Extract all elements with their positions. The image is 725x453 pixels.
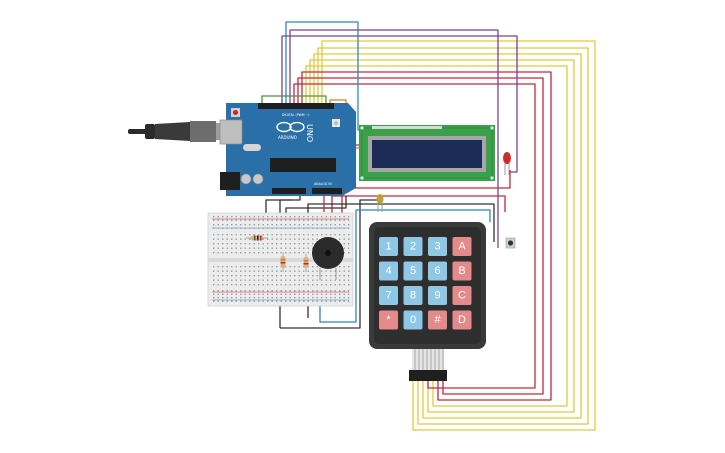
keypad-connector: [409, 370, 447, 381]
usb-cable[interactable]: [128, 121, 228, 142]
keypad-key[interactable]: #: [428, 310, 447, 330]
keypad-key[interactable]: 9: [428, 286, 447, 305]
keypad-key-label: B: [458, 265, 465, 277]
keypad-key[interactable]: A: [452, 237, 472, 256]
keypad-key[interactable]: 3: [428, 237, 447, 256]
lcd-pins: [372, 126, 442, 129]
wire-purple-2[interactable]: [281, 35, 518, 173]
keypad-key-label: 6: [434, 265, 440, 277]
resistor-3[interactable]: [303, 254, 309, 272]
keypad-key-label: #: [434, 314, 441, 326]
keypad-key-label: A: [458, 241, 466, 253]
keypad-key[interactable]: 2: [403, 237, 423, 256]
keypad-key-label: 8: [410, 290, 416, 302]
wire-blue-bottom[interactable]: [319, 209, 491, 323]
keypad-key[interactable]: *: [379, 310, 398, 330]
yellow-led[interactable]: [376, 194, 384, 212]
keypad-key[interactable]: 5: [403, 261, 423, 281]
keypad-key-label: D: [458, 314, 466, 326]
keypad-key[interactable]: B: [452, 261, 472, 281]
lcd-screen: [372, 140, 482, 168]
keypad-key[interactable]: 4: [379, 261, 398, 281]
keypad-key[interactable]: 8: [403, 286, 423, 305]
wire-red-3[interactable]: [293, 83, 536, 389]
keypad-key[interactable]: 6: [428, 261, 447, 281]
wire-yellow-4[interactable]: [309, 59, 575, 413]
keypad-key-label: 9: [434, 290, 440, 302]
arduino-model-label: UNO: [305, 124, 314, 142]
wire-yellow-1[interactable]: [321, 40, 596, 431]
lcd-display[interactable]: [359, 125, 495, 181]
keypad-key-label: 4: [385, 265, 391, 277]
keypad-key-label: 2: [410, 241, 416, 253]
wire-yellow-2[interactable]: [317, 47, 589, 425]
resistor-2[interactable]: [280, 252, 286, 272]
keypad-key-label: *: [386, 314, 391, 326]
wire-red-2[interactable]: [297, 77, 544, 395]
analog-header-label: ANALOG IN: [314, 182, 332, 186]
keypad-key[interactable]: 0: [403, 310, 423, 330]
wire-purple-1[interactable]: [289, 29, 499, 248]
keypad-key-label: 0: [410, 314, 416, 326]
keypad-key[interactable]: D: [452, 310, 472, 330]
keypad-key[interactable]: 7: [379, 286, 398, 305]
keypad-key-label: 7: [385, 290, 391, 302]
push-button[interactable]: [505, 237, 516, 249]
wire-black-2[interactable]: [280, 199, 380, 329]
resistor[interactable]: [246, 235, 268, 241]
keypad-ribbon: [414, 349, 444, 370]
keypad-key-label: 5: [410, 265, 416, 277]
keypad-key[interactable]: C: [452, 286, 472, 305]
wire-red-1[interactable]: [301, 71, 552, 401]
keypad-keys: 1 2 3 A 4 5 6 B 7 8 9 C * 0 # D: [379, 237, 472, 330]
wire-red-bb[interactable]: [331, 195, 506, 218]
red-led[interactable]: [503, 152, 511, 175]
arduino-uno[interactable]: ARDUINO UNO DIGITAL (PWM ~) ANALOG IN: [219, 103, 356, 196]
keypad-key-label: 3: [434, 241, 440, 253]
keypad-key-label: C: [458, 290, 466, 302]
breadboard-holes: [213, 216, 350, 302]
keypad-key-label: 1: [385, 241, 391, 253]
keypad[interactable]: 1 2 3 A 4 5 6 B 7 8 9 C * 0 # D: [369, 222, 486, 381]
wire-yellow-3[interactable]: [313, 53, 582, 419]
keypad-key[interactable]: 1: [379, 237, 398, 256]
digital-header-label: DIGITAL (PWM ~): [282, 113, 309, 117]
wires: [261, 21, 596, 431]
buzzer[interactable]: [312, 237, 344, 280]
arduino-brand-label: ARDUINO: [278, 135, 297, 140]
wire-green[interactable]: [261, 95, 327, 103]
